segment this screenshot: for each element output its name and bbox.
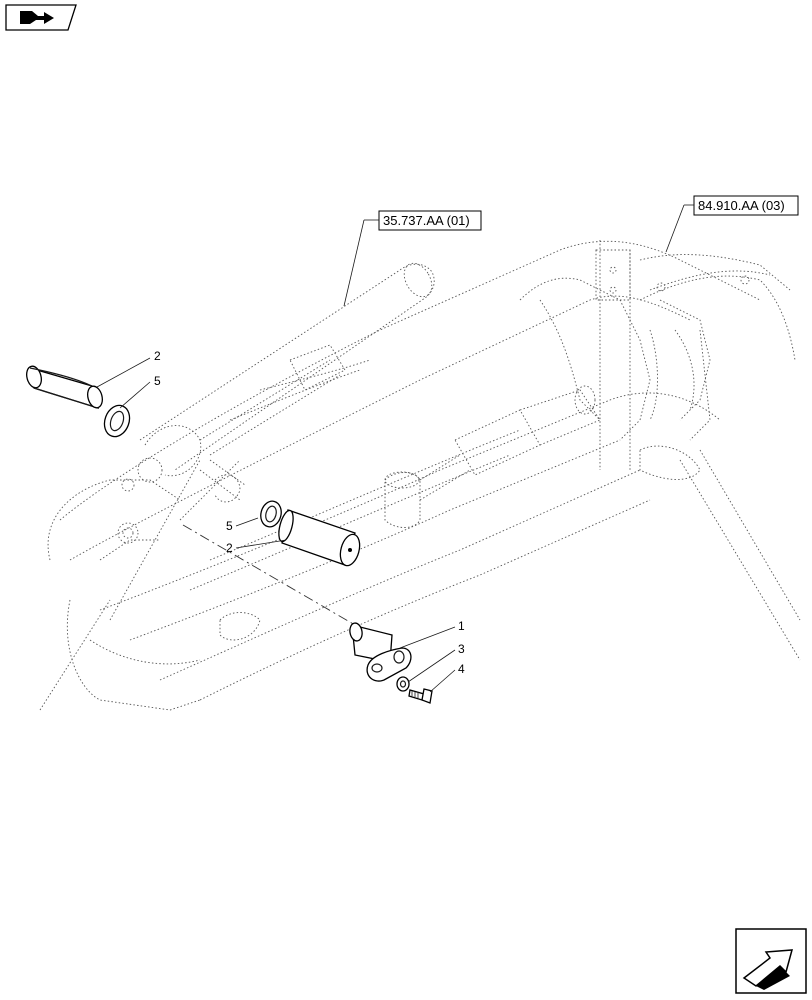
book-arrow-icon[interactable] — [5, 4, 77, 31]
callout-5-middle: 5 — [226, 519, 233, 533]
axle-frame-outline — [39, 240, 801, 711]
callout-1: 1 — [458, 619, 465, 633]
next-page-arrow-icon[interactable] — [735, 928, 807, 994]
callout-5-upper: 5 — [154, 374, 161, 388]
pin-upper-left — [26, 365, 103, 409]
plate-pin — [349, 622, 412, 682]
reference-label-2: 84.910.AA (03) — [698, 198, 785, 213]
reference-link-1[interactable]: 35.737.AA (01) — [343, 210, 482, 307]
steering-cylinder-outline — [109, 262, 435, 621]
washer-small — [396, 676, 410, 692]
assembly-axis — [182, 524, 356, 626]
washer-middle — [260, 500, 282, 528]
reference-link-2[interactable]: 84.910.AA (03) — [665, 195, 799, 253]
callout-leaders — [96, 357, 456, 693]
pin-middle — [278, 509, 361, 567]
reference-label-1: 35.737.AA (01) — [383, 213, 470, 228]
washer-upper-left — [103, 404, 131, 438]
callout-4: 4 — [458, 662, 465, 676]
callout-3: 3 — [458, 642, 465, 656]
callout-2-middle: 2 — [226, 541, 233, 555]
bolt — [408, 688, 433, 704]
callout-2-upper: 2 — [154, 349, 161, 363]
